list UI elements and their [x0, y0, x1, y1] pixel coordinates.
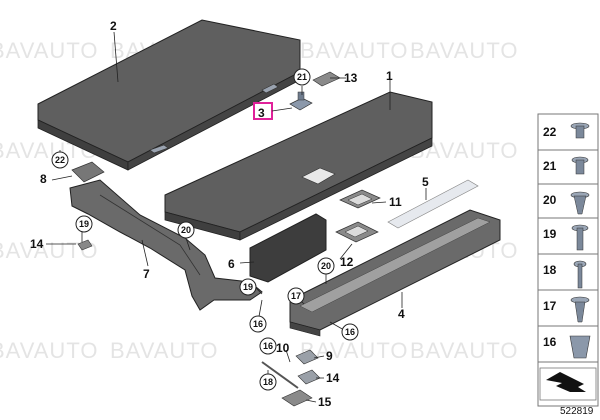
- callout-labels: 2 1 3 13 8 14 7 6 11 5 12 4 9 10 14 15: [30, 19, 429, 409]
- legend-number: 20: [543, 193, 557, 207]
- svg-text:16: 16: [253, 319, 263, 329]
- callout-13: 13: [344, 71, 358, 85]
- circle-callout: 16: [259, 337, 277, 355]
- callout-7: 7: [143, 267, 150, 281]
- callout-4: 4: [398, 307, 405, 321]
- watermark-text: BAVAUTO: [410, 338, 518, 363]
- bracket-8: [71, 161, 105, 183]
- long-bolt-icon: [573, 260, 587, 289]
- svg-text:17: 17: [291, 291, 301, 301]
- part-15: [281, 389, 313, 407]
- bolt-icon: [571, 224, 589, 251]
- watermark-text: BAVAUTO: [0, 338, 98, 363]
- callout-1: 1: [386, 69, 393, 83]
- svg-text:19: 19: [79, 219, 89, 229]
- handle-12: [335, 221, 379, 243]
- pad-13: [312, 71, 341, 87]
- circled-callouts: 21 22 19 20 19 18 17 16: [51, 68, 359, 391]
- trim-panel-6: [249, 213, 327, 283]
- svg-text:18: 18: [263, 377, 273, 387]
- svg-text:16: 16: [263, 341, 273, 351]
- callout-15: 15: [318, 395, 332, 409]
- flanged-screw-icon: [570, 296, 590, 323]
- side-rail-7: [69, 179, 263, 311]
- svg-text:22: 22: [55, 155, 65, 165]
- callout-8: 8: [40, 172, 47, 186]
- circle-callout: 19: [75, 215, 93, 233]
- callout-3: 3: [258, 106, 265, 120]
- watermark-text: BAVAUTO: [0, 238, 98, 263]
- floor-panel-1: [164, 91, 433, 241]
- circle-callout: 21: [293, 68, 311, 86]
- legend-number: 18: [543, 263, 557, 277]
- callout-10: 10: [276, 341, 290, 355]
- circle-callout: 19: [239, 278, 257, 296]
- sill-panel-4: [289, 209, 501, 337]
- expansion-rivet-icon: [570, 191, 590, 215]
- callout-14b: 14: [326, 371, 340, 385]
- legend-number: 22: [543, 125, 557, 139]
- diagram-id: 522819: [560, 406, 594, 417]
- diagram-arrow-icon: [539, 367, 597, 401]
- push-clip-icon: [570, 122, 590, 139]
- callout-14: 14: [30, 237, 44, 251]
- watermark-text: BAVAUTO: [110, 338, 218, 363]
- legend-number: 21: [543, 159, 557, 173]
- clip-14: [77, 239, 93, 251]
- callout-12: 12: [340, 255, 354, 269]
- circle-callout: 20: [177, 221, 195, 239]
- floor-panel-2: [37, 19, 301, 171]
- handle-11: [339, 189, 381, 209]
- rod-10: [261, 361, 299, 389]
- watermark-text: BAVAUTO: [300, 338, 408, 363]
- part-9: [295, 349, 319, 365]
- fastener-legend: 22 21 20 19 18 17 16: [537, 113, 599, 407]
- strip-5: [387, 179, 479, 229]
- callout-6: 6: [228, 257, 235, 271]
- callout-11: 11: [389, 195, 402, 209]
- svg-text:21: 21: [297, 72, 307, 82]
- circle-callout: 22: [51, 151, 69, 169]
- svg-text:16: 16: [345, 327, 355, 337]
- svg-text:20: 20: [181, 225, 191, 235]
- callout-2: 2: [110, 19, 117, 33]
- legend-number: 16: [543, 335, 557, 349]
- svg-text:20: 20: [321, 261, 331, 271]
- spring-nut-icon: [569, 335, 591, 359]
- bracket-3: [289, 91, 313, 111]
- part-14b: [297, 369, 321, 385]
- legend-number: 17: [543, 299, 557, 313]
- svg-text:19: 19: [243, 282, 253, 292]
- legend-number: 19: [543, 227, 557, 241]
- circle-callout: 17: [287, 287, 305, 305]
- circle-callout: 16: [341, 323, 359, 341]
- watermark-text: BAVAUTO: [0, 38, 98, 63]
- circle-callout: 18: [259, 373, 277, 391]
- watermark-text: BAVAUTO: [410, 38, 518, 63]
- screw-icon: [571, 156, 589, 175]
- callout-9: 9: [326, 349, 333, 363]
- circle-callout: 16: [249, 315, 267, 333]
- circle-callout: 20: [317, 257, 335, 275]
- watermark-text: BAVAUTO: [300, 38, 408, 63]
- callout-5: 5: [422, 175, 429, 189]
